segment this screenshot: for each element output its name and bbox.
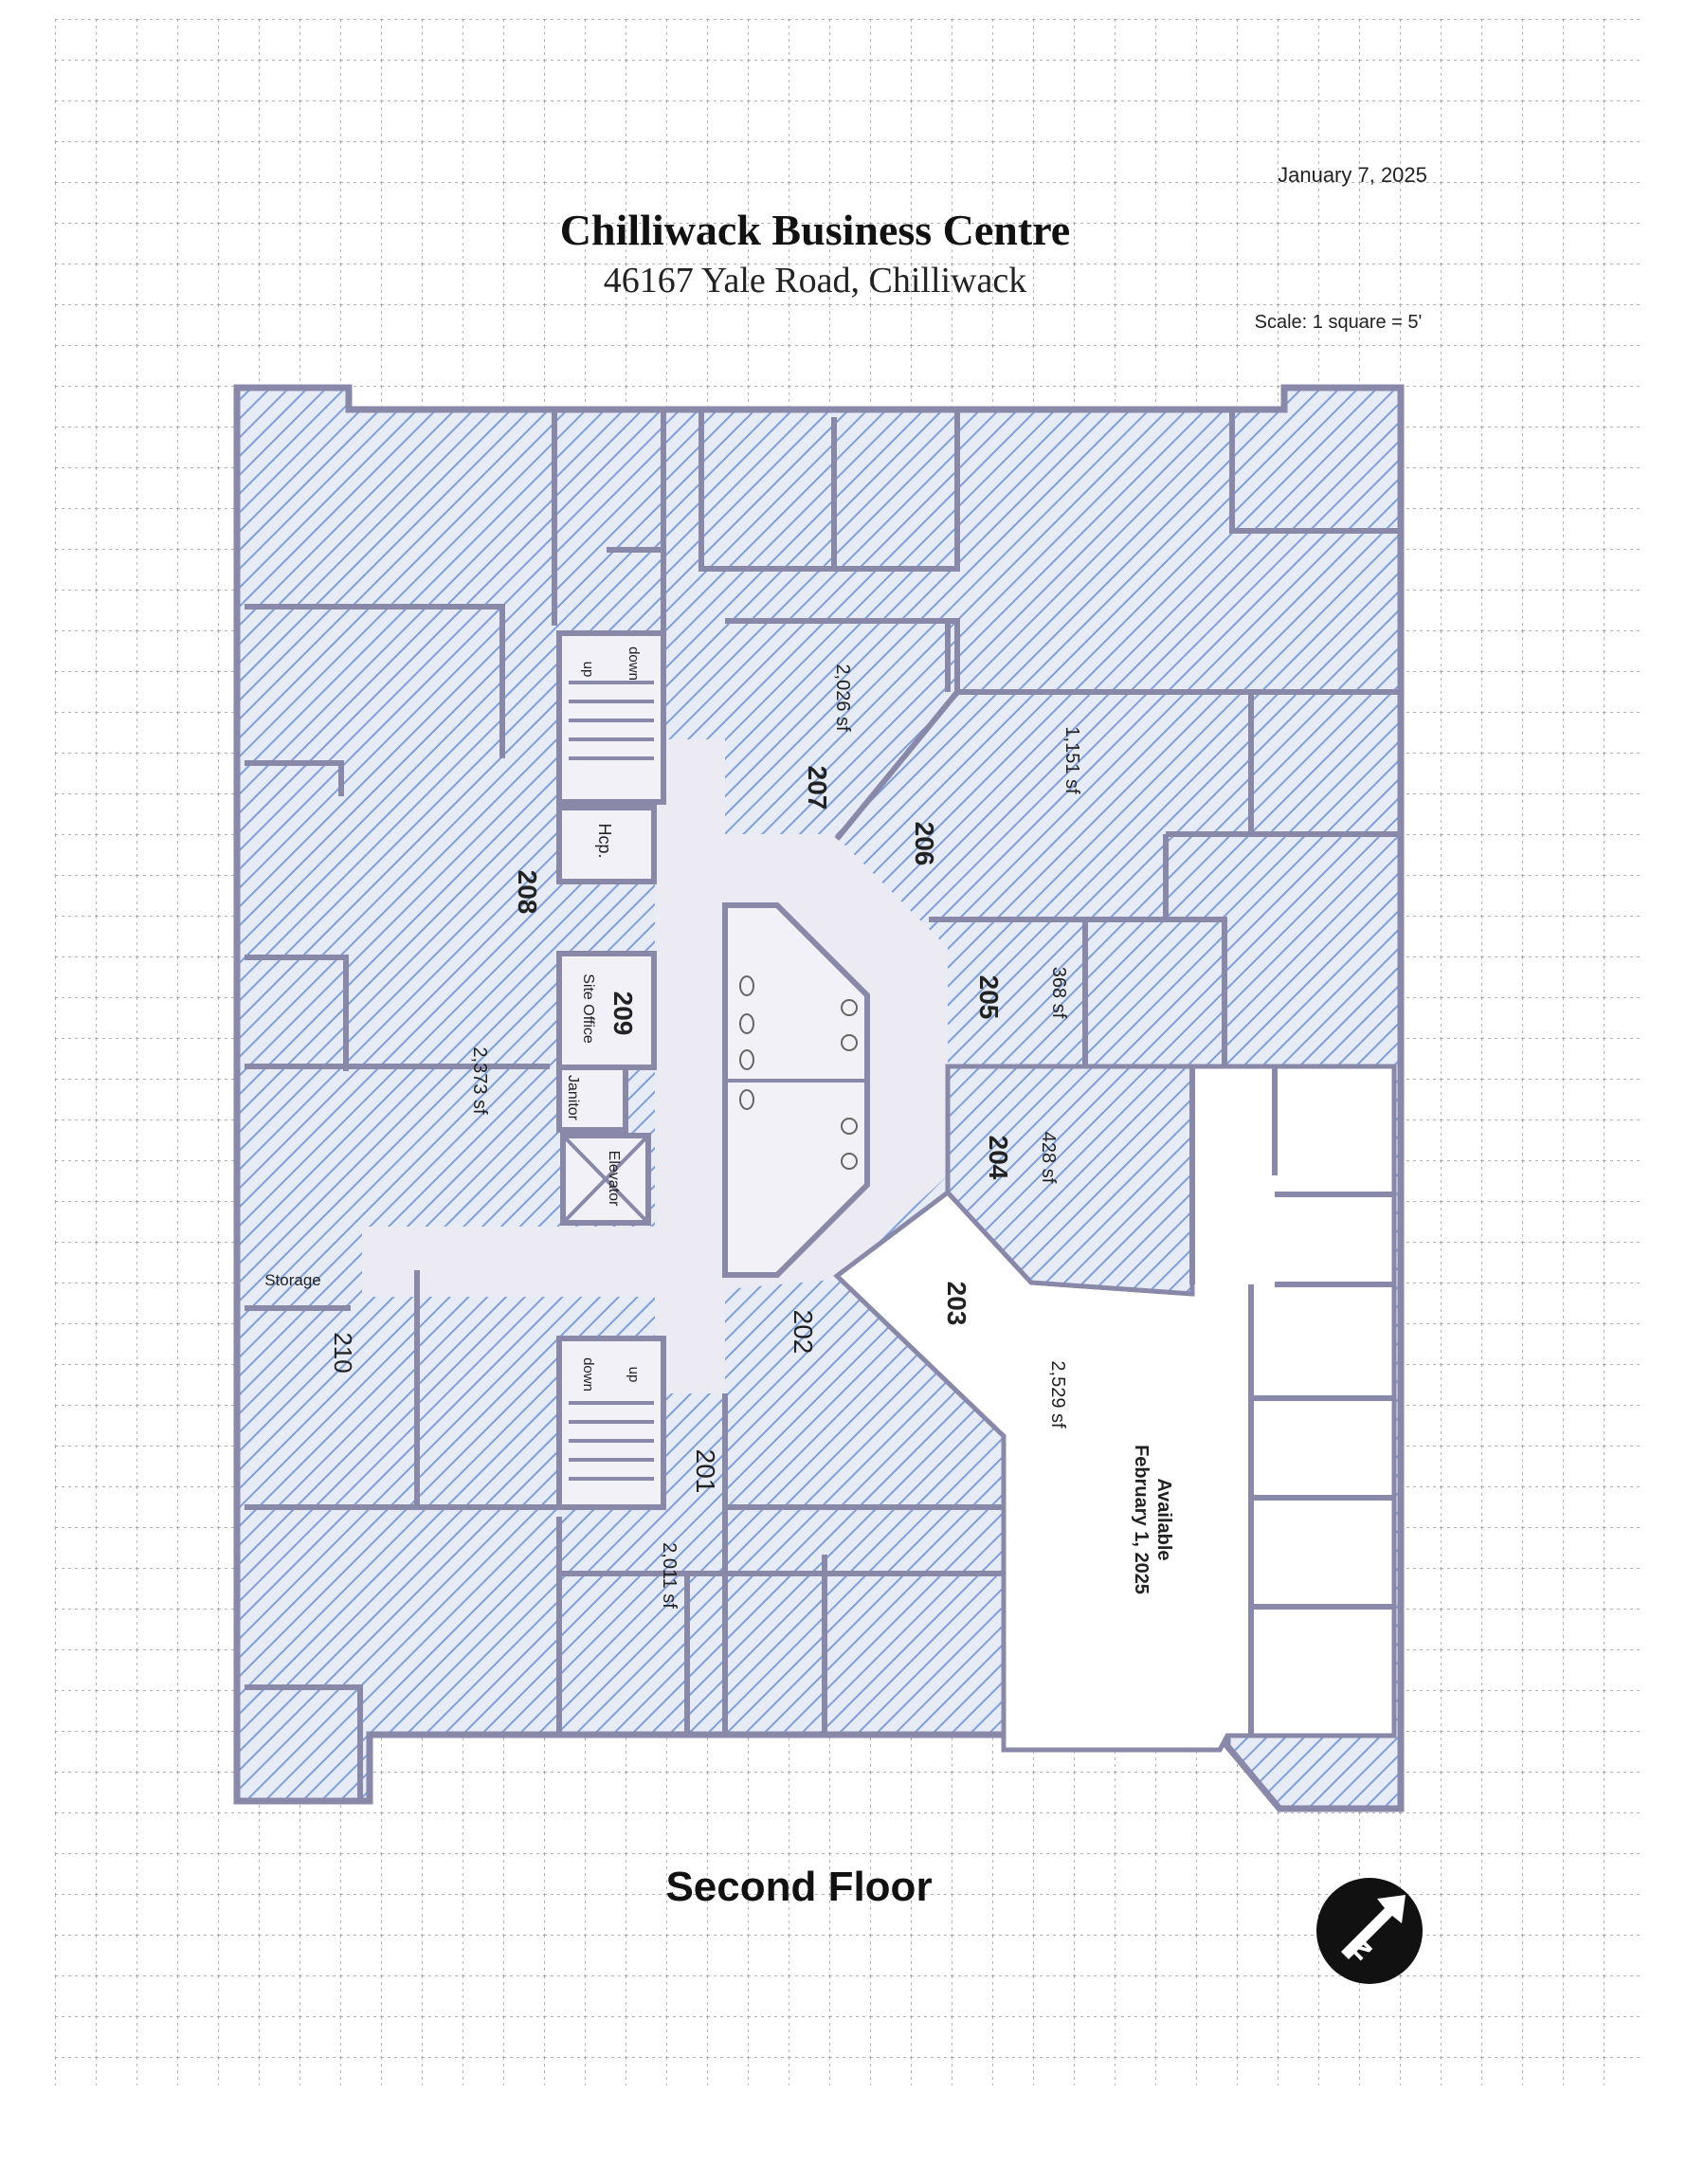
room-203-number: 203 bbox=[942, 1282, 971, 1326]
room-203-availability-1: Available bbox=[1153, 1478, 1174, 1560]
room-204-number: 204 bbox=[984, 1136, 1013, 1180]
room-206-number: 206 bbox=[910, 822, 939, 866]
room-208-number: 208 bbox=[513, 870, 542, 915]
stair-north-up: up bbox=[580, 662, 596, 678]
room-labels: 207 2,026 sf 206 1,151 sf 208 2,373 sf 2… bbox=[264, 646, 1174, 1609]
room-201-area: 2,011 sf bbox=[659, 1542, 680, 1609]
floor-title: Second Floor bbox=[665, 1864, 932, 1910]
unit-204-area bbox=[945, 1064, 1195, 1297]
room-205-number: 205 bbox=[974, 975, 1004, 1020]
washroom-fixtures bbox=[739, 975, 858, 1170]
washroom-core bbox=[722, 902, 870, 1278]
room-202-number: 202 bbox=[789, 1310, 818, 1355]
date-label: January 7, 2025 bbox=[1278, 163, 1427, 187]
elevator-label: Elevator bbox=[606, 1151, 622, 1207]
room-207-number: 207 bbox=[803, 766, 832, 810]
room-208-area: 2,373 sf bbox=[469, 1046, 490, 1115]
room-206-area: 1,151 sf bbox=[1061, 726, 1082, 794]
room-204-area: 428 sf bbox=[1038, 1132, 1059, 1184]
room-207-area: 2,026 sf bbox=[832, 664, 853, 732]
stair-north-down: down bbox=[626, 646, 642, 681]
building-address: 46167 Yale Road, Chilliwack bbox=[604, 261, 1026, 300]
room-203-availability-2: February 1, 2025 bbox=[1131, 1445, 1152, 1594]
building-title: Chilliwack Business Centre bbox=[560, 206, 1070, 254]
storage-label: Storage bbox=[264, 1271, 321, 1289]
scale-label: Scale: 1 square = 5' bbox=[1255, 312, 1423, 333]
north-arrow-icon: N bbox=[1316, 1878, 1423, 1984]
hcp-washroom bbox=[556, 805, 657, 884]
stair-south-up: up bbox=[626, 1367, 642, 1383]
room-209-number: 209 bbox=[608, 992, 638, 1036]
room-205-area: 368 sf bbox=[1048, 967, 1069, 1019]
stairwell-north bbox=[556, 630, 666, 805]
room-203-area: 2,529 sf bbox=[1047, 1360, 1068, 1429]
room-201-number: 201 bbox=[691, 1449, 720, 1494]
janitor-label: Janitor bbox=[565, 1075, 581, 1121]
room-209-name: Site Office bbox=[580, 974, 596, 1044]
janitor-room bbox=[556, 1065, 628, 1133]
interior-walls bbox=[245, 410, 1401, 1801]
room-210-number: 210 bbox=[329, 1332, 357, 1373]
stair-south-down: down bbox=[580, 1357, 596, 1392]
site-office-room bbox=[556, 951, 657, 1070]
hcp-label: Hcp. bbox=[595, 823, 614, 858]
